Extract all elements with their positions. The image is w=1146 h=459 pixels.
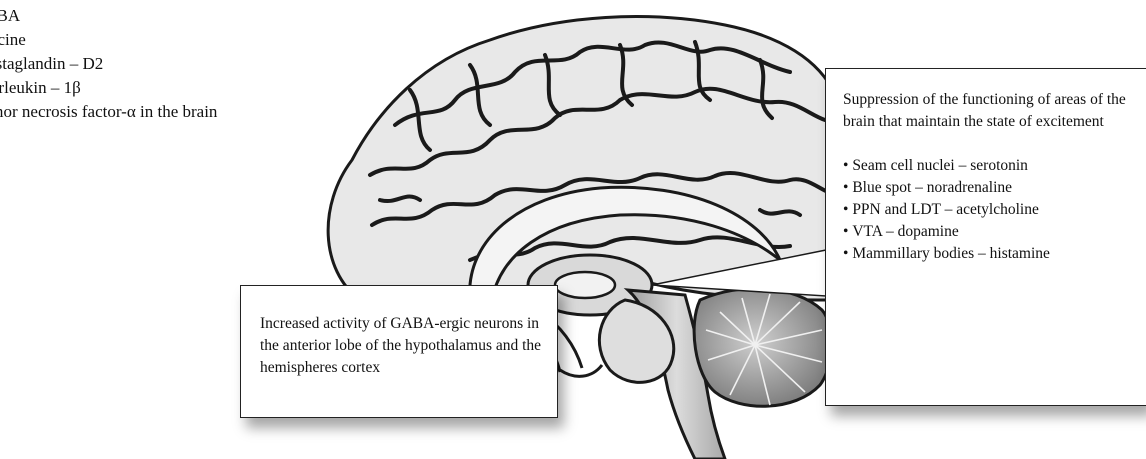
list-item: Tumor necrosis factor-α in the brain <box>0 100 302 124</box>
callout-title: Suppression of the functioning of areas … <box>843 89 1143 133</box>
callout-text: Increased activity of GABA-ergic neurons… <box>260 313 560 379</box>
callout-list: Seam cell nuclei – serotonin Blue spot –… <box>843 155 1050 265</box>
list-item: Glycine <box>0 28 302 52</box>
list-item: Seam cell nuclei – serotonin <box>843 155 1050 177</box>
list-item: Blue spot – noradrenaline <box>843 177 1050 199</box>
list-item: VTA – dopamine <box>843 221 1050 243</box>
thalamus-inner <box>555 272 615 298</box>
list-item: Mammillary bodies – histamine <box>843 243 1050 265</box>
callout-suppression: Suppression of the functioning of areas … <box>825 68 1146 406</box>
list-item: GABA <box>0 4 302 28</box>
list-item: PPN and LDT – acetylcholine <box>843 199 1050 221</box>
list-item: Interleukin – 1β <box>0 76 302 100</box>
list-item: Prostaglandin – D2 <box>0 52 302 76</box>
substance-list: GABA Glycine Prostaglandin – D2 Interleu… <box>0 4 330 124</box>
callout-gaba-neurons: Increased activity of GABA-ergic neurons… <box>240 285 558 418</box>
